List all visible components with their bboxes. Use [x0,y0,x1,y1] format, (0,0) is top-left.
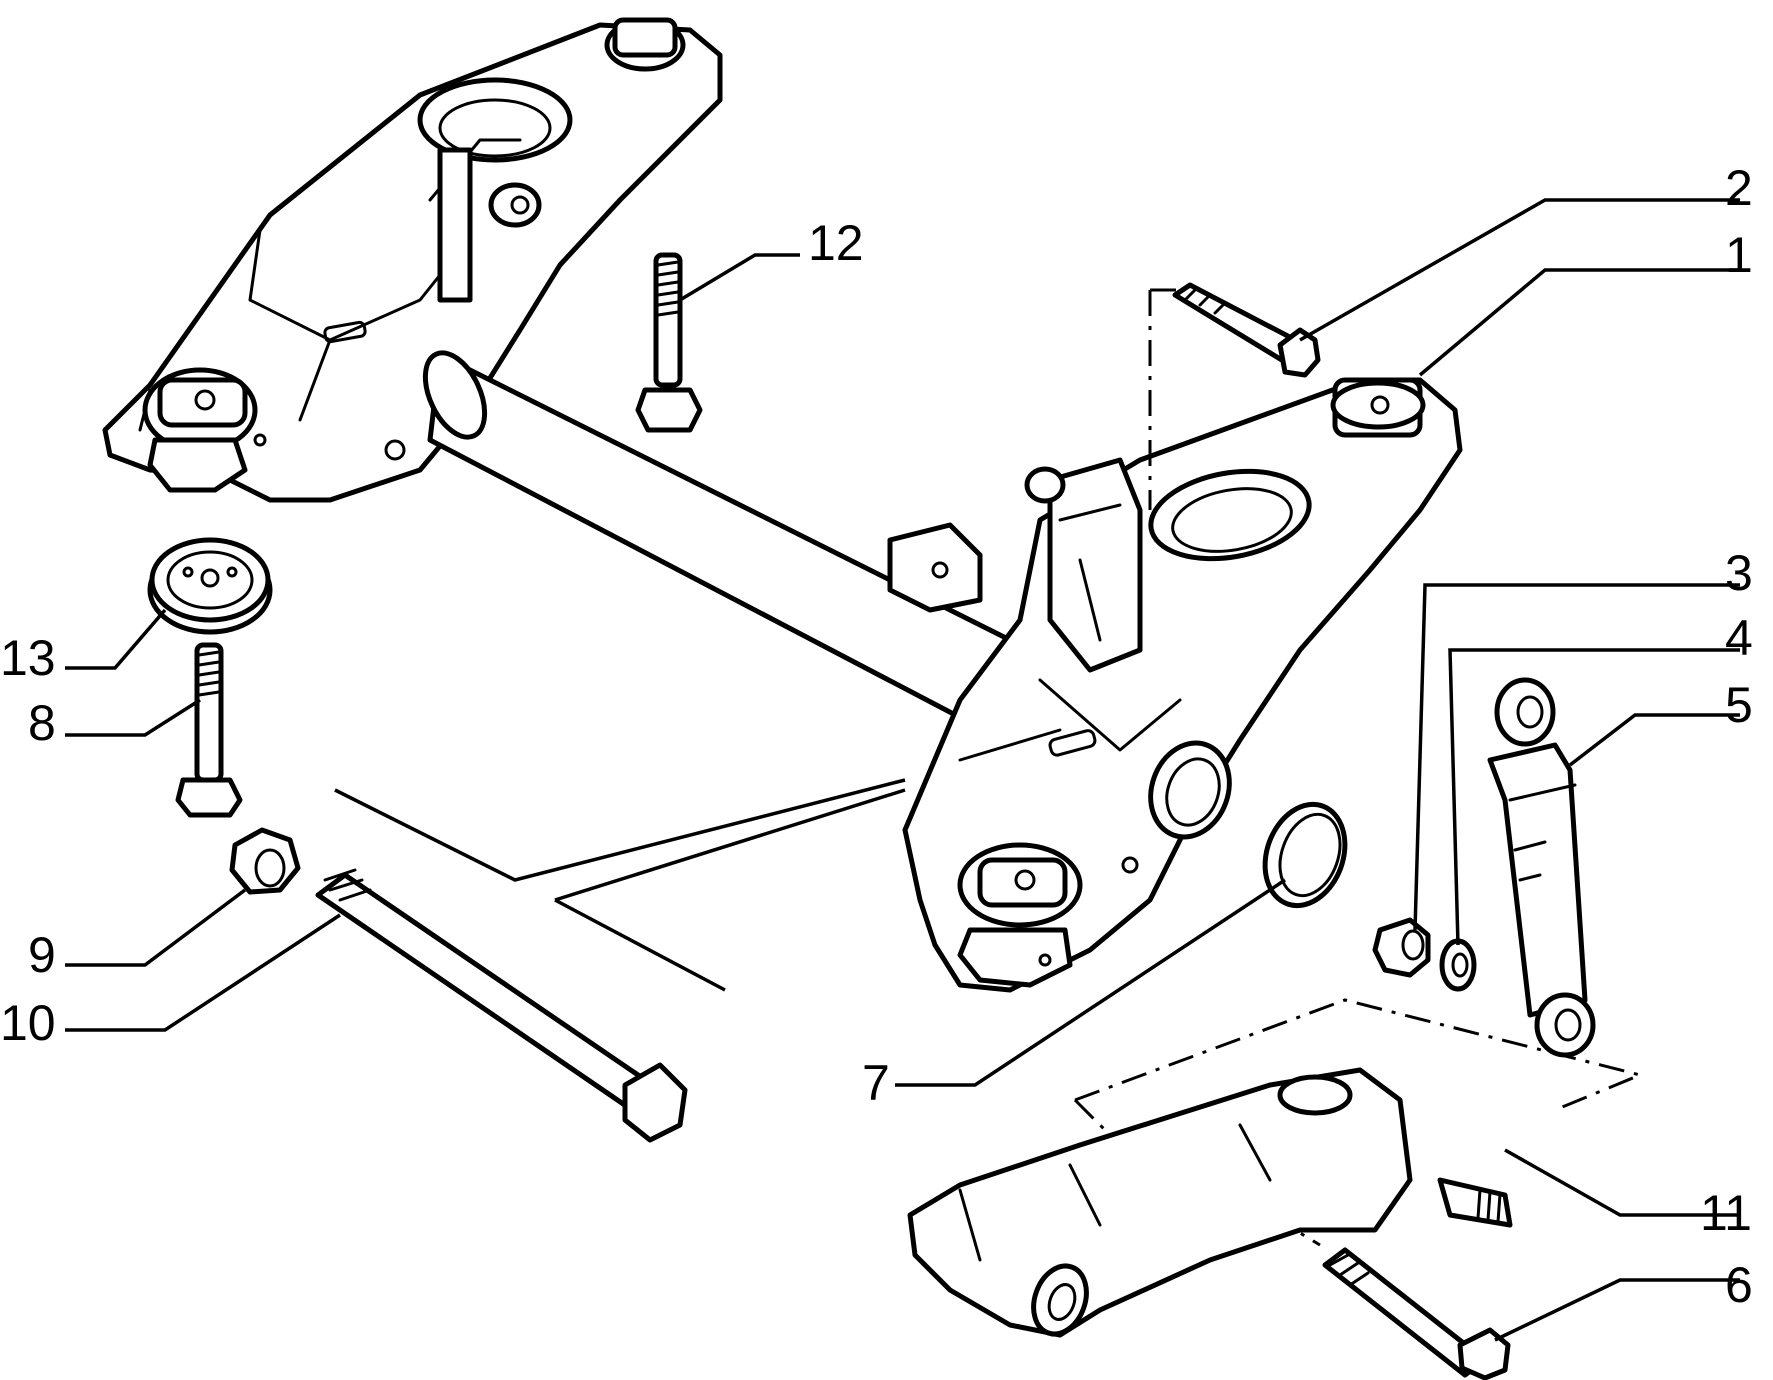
callout-3: 3 [1725,545,1753,601]
right-axle-bracket [902,377,1463,993]
callout-9: 9 [28,927,56,983]
callout-7: 7 [862,1055,890,1111]
leader-13 [65,608,167,670]
callout-6: 6 [1725,1257,1753,1313]
mount-pad-13 [147,537,273,635]
nut-3 [1372,917,1431,978]
leader-2 [1299,198,1740,342]
leader-12 [679,253,800,302]
bolt-2 [1172,282,1321,378]
callout-2: 2 [1725,160,1753,216]
leader-5 [1568,713,1740,767]
leader-6 [1494,1278,1740,1342]
callout-8: 8 [28,695,56,751]
nut-9 [229,827,301,895]
guide-line-bolt-10-a [334,778,906,882]
leader-4 [1448,648,1740,946]
callout-5: 5 [1725,677,1753,733]
guide-line-bolt-10-b [554,788,906,992]
leader-11 [1504,1148,1740,1217]
axle-tube [422,350,1013,723]
leader-8 [65,698,201,737]
leader-7 [895,878,1286,1087]
callout-10: 10 [0,995,56,1051]
leader-10 [65,913,341,1032]
guide-line-shock [1074,998,1645,1112]
callout-1: 1 [1725,227,1753,283]
callout-12: 12 [808,215,864,271]
bolt-6 [1322,1247,1511,1380]
bolt-8 [175,642,243,818]
callout-4: 4 [1725,610,1753,666]
bolt-12 [635,252,703,433]
seal-ring-7 [1262,801,1348,909]
callout-11: 11 [1700,1185,1752,1241]
long-bolt-10 [315,868,688,1143]
leader-1 [1418,268,1740,377]
guide-line-arm [1073,1098,1117,1142]
leader-9 [65,888,247,967]
washer-4 [1439,938,1477,992]
callout-13: 13 [0,630,56,686]
left-axle-bracket [102,17,723,503]
leader-3 [1413,583,1740,931]
shock-absorber-5 [1487,677,1596,1058]
control-arm [907,1067,1513,1338]
